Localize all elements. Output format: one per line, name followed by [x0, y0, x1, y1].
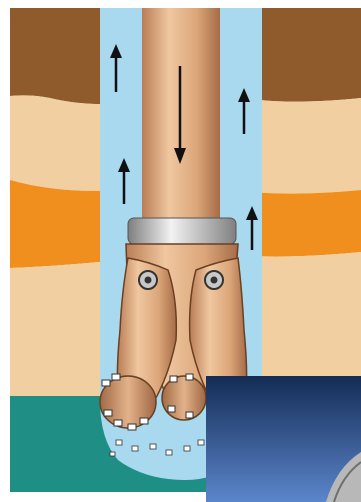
bolt-right: [205, 271, 223, 289]
bolt-left: [139, 271, 157, 289]
pipe-collar: [128, 218, 236, 244]
overlay-panel: [206, 376, 361, 502]
